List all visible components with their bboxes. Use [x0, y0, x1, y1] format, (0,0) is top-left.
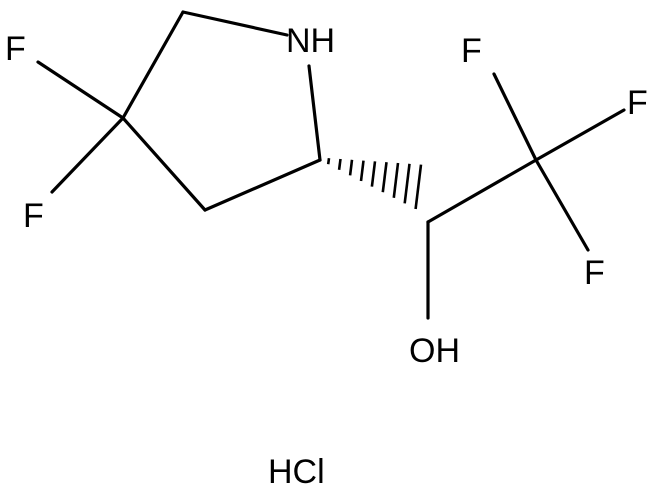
bond-cf3-f-top [492, 72, 538, 162]
bond-c5-n1 [181, 10, 289, 37]
bond-c3-c4 [121, 116, 207, 212]
bond-c4-f-top [36, 60, 125, 120]
hashed-wedge-bond [326, 158, 423, 210]
bond-cf3-f-right [534, 108, 626, 162]
bond-cf3-f-bottom [534, 158, 590, 252]
atom-label-f-cf3-bottom: F [584, 254, 605, 292]
atom-label-f-ring-top: F [5, 30, 26, 68]
atom-label-f-cf3-top: F [461, 32, 482, 70]
bond-choh-cf3 [426, 158, 538, 224]
salt-label: HCl [268, 453, 325, 491]
atom-label-f-cf3-right: F [627, 84, 648, 122]
atom-label-f-ring-bottom: F [23, 197, 44, 235]
atom-label-nh: NH [286, 22, 335, 60]
bond-c4-f-bottom [50, 116, 125, 194]
bond-n1-c2 [307, 64, 322, 162]
atom-label-oh: OH [409, 332, 460, 370]
bond-c4-c5 [121, 10, 185, 120]
bond-c2-c3 [203, 158, 322, 212]
